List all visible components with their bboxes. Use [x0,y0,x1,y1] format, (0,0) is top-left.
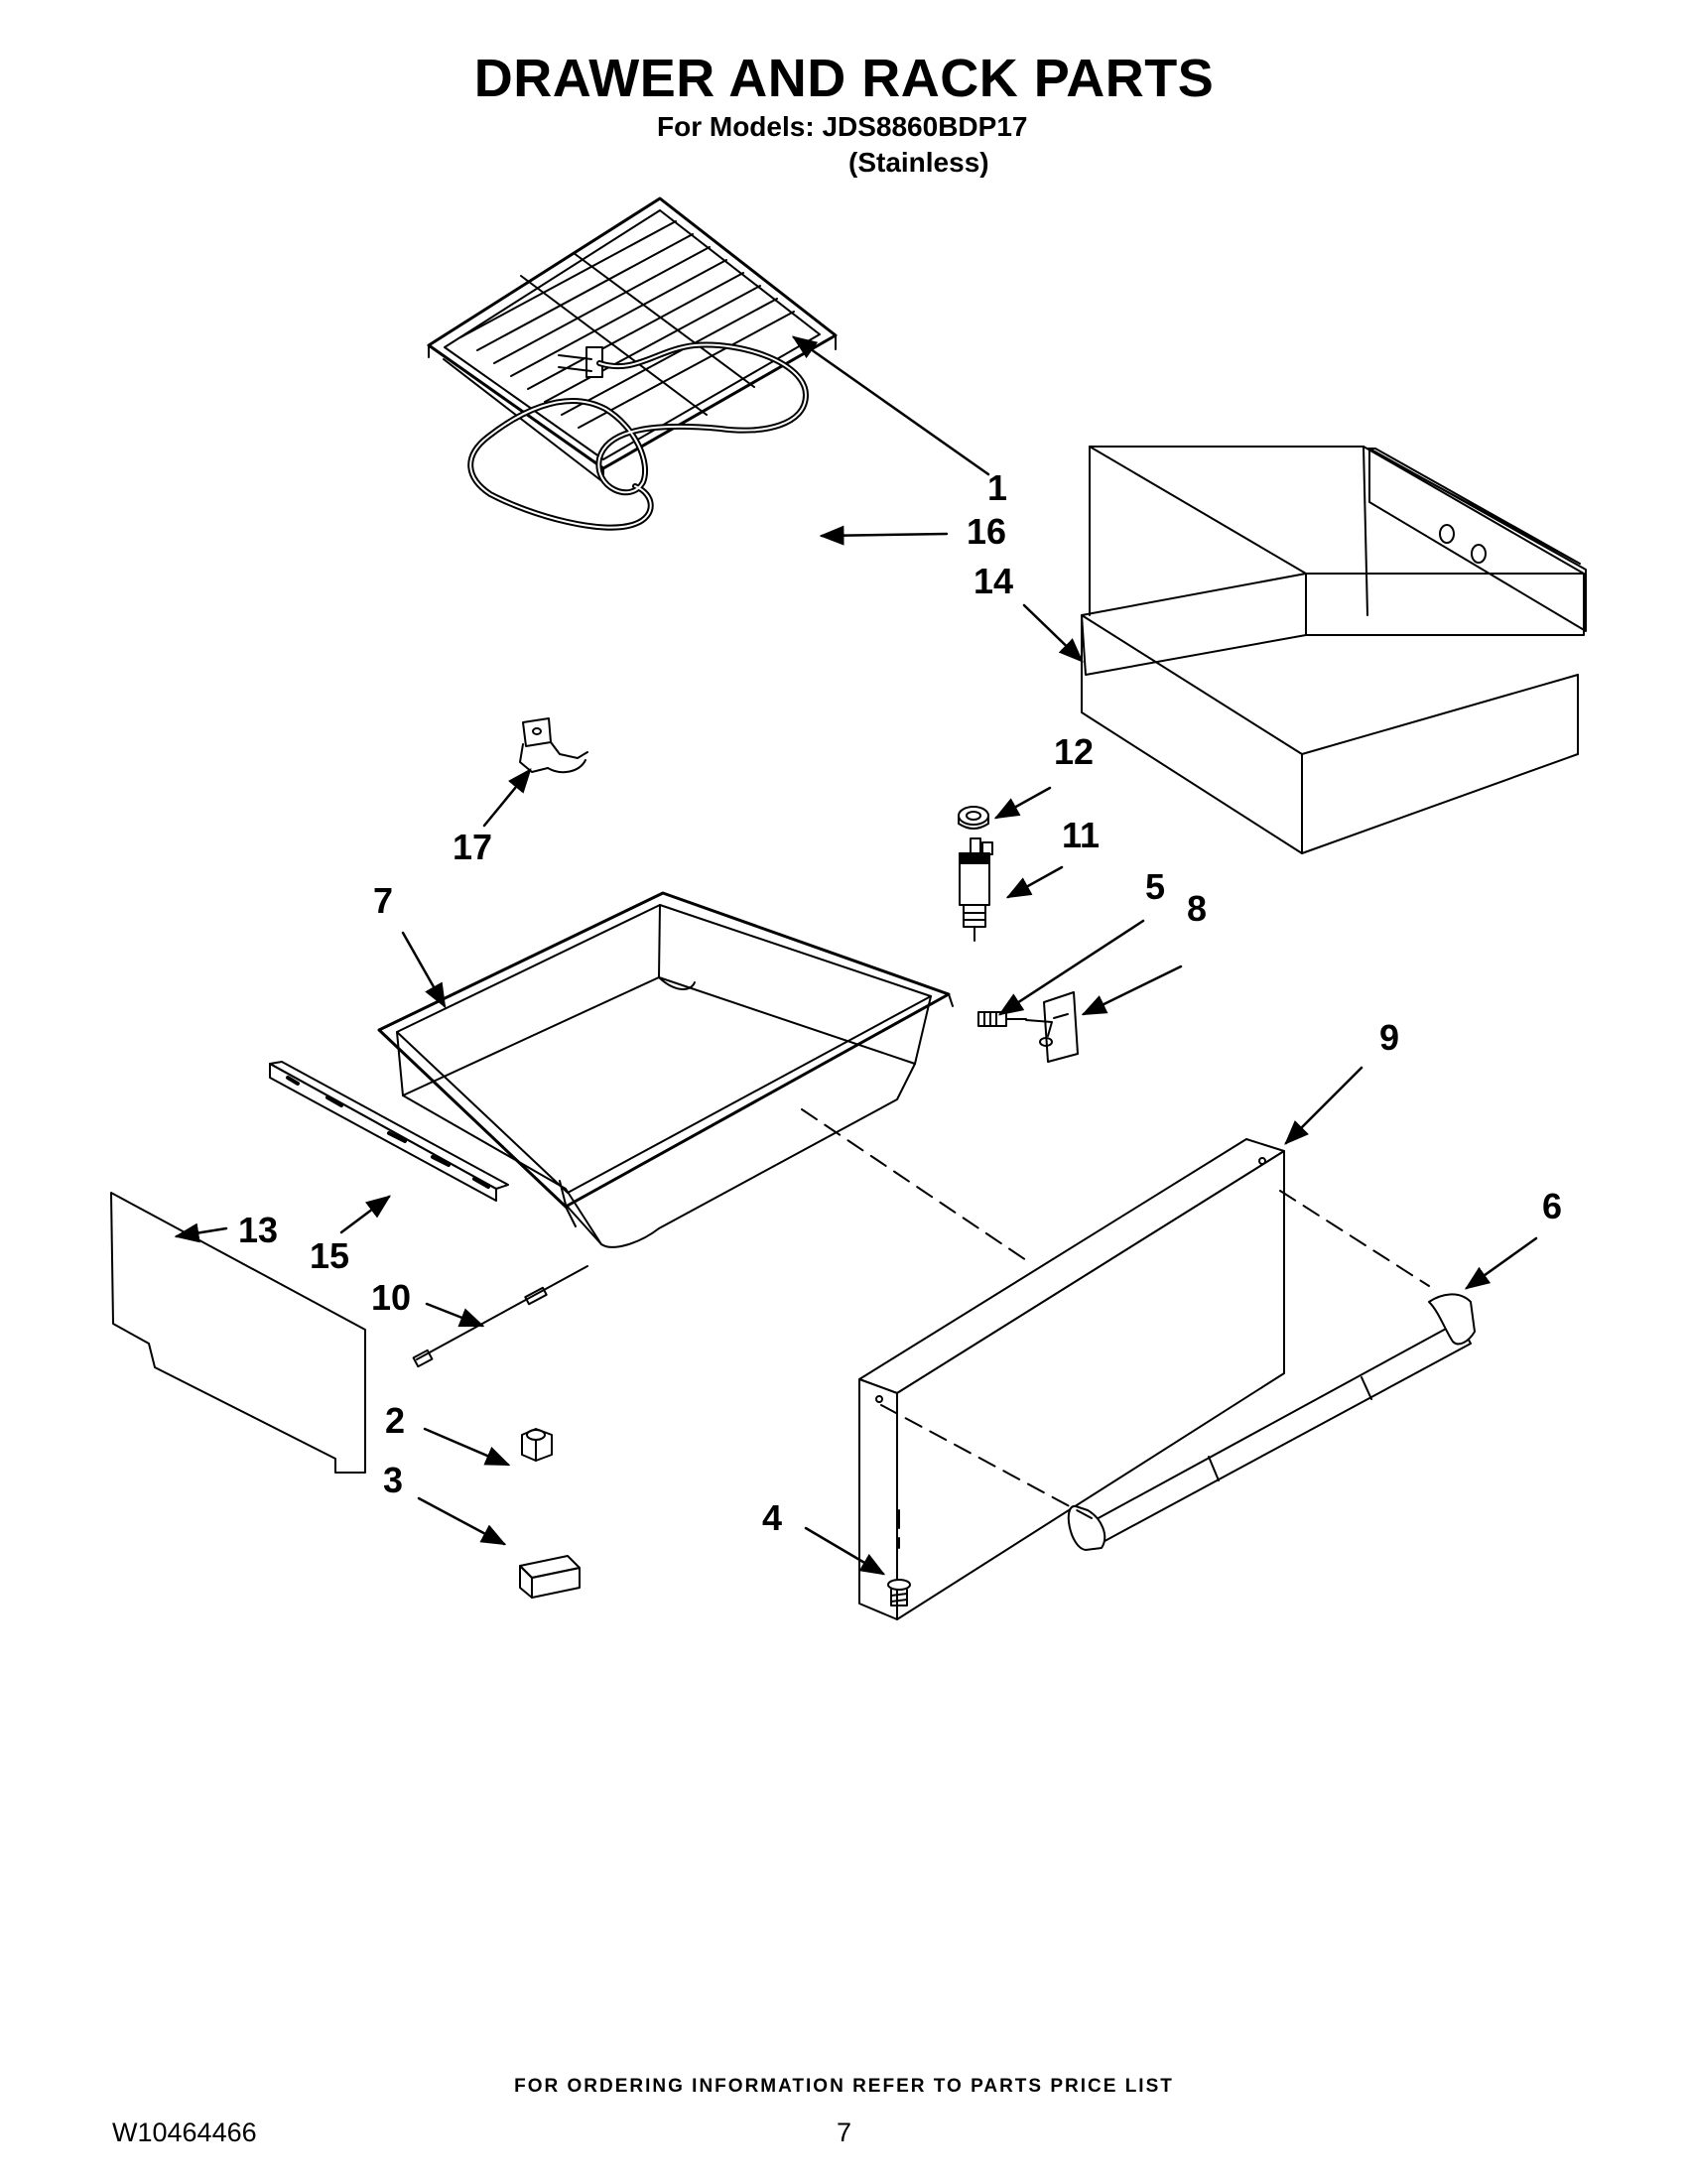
callout-1: 1 [987,467,1008,508]
model-finish: (Stainless) [848,147,989,178]
bake-element [467,341,809,531]
drawer-handle [1067,1293,1476,1551]
spring-clip [519,1555,581,1599]
callout-3: 3 [383,1460,404,1500]
callout-5: 5 [1145,866,1166,907]
callout-11: 11 [1062,815,1101,855]
callout-16: 16 [967,511,1007,552]
element-clip [519,717,588,774]
switch-nut [958,806,989,830]
callout-6: 6 [1542,1186,1563,1226]
drawer-front-panel [858,1138,1285,1620]
drawer-sensor [412,1265,588,1368]
model-number: For Models: JDS8860BDP17 [657,111,1028,142]
alignment-dashes [801,1108,1430,1549]
drawer-pan [377,891,954,1248]
drawer-back-panel [110,1192,366,1474]
bracket-screw [977,1011,1027,1027]
callout-8: 8 [1187,888,1208,929]
callout-7: 7 [373,880,394,921]
drawer-support-tray [1081,446,1587,854]
callout-4: 4 [762,1497,783,1538]
callout-12: 12 [1054,731,1095,772]
document-number: W10464466 [112,2118,257,2147]
page-number: 7 [837,2118,852,2147]
drawer-switch [959,837,993,942]
callout-14: 14 [974,561,1014,601]
callout-13: 13 [238,1210,279,1250]
callout-17: 17 [453,827,493,867]
ordering-note: FOR ORDERING INFORMATION REFER TO PARTS … [514,2076,1174,2097]
callout-10: 10 [371,1277,412,1318]
switch-bracket [1025,991,1079,1063]
page-title: DRAWER AND RACK PARTS [473,49,1215,108]
oven-rack [427,196,838,483]
callout-2: 2 [385,1400,406,1441]
drawer-rail [269,1061,509,1202]
callout-15: 15 [310,1235,350,1276]
leader-arrows [174,335,1538,1576]
callout-9: 9 [1379,1017,1400,1058]
handle-screw [887,1579,911,1606]
hex-nut [521,1428,553,1462]
